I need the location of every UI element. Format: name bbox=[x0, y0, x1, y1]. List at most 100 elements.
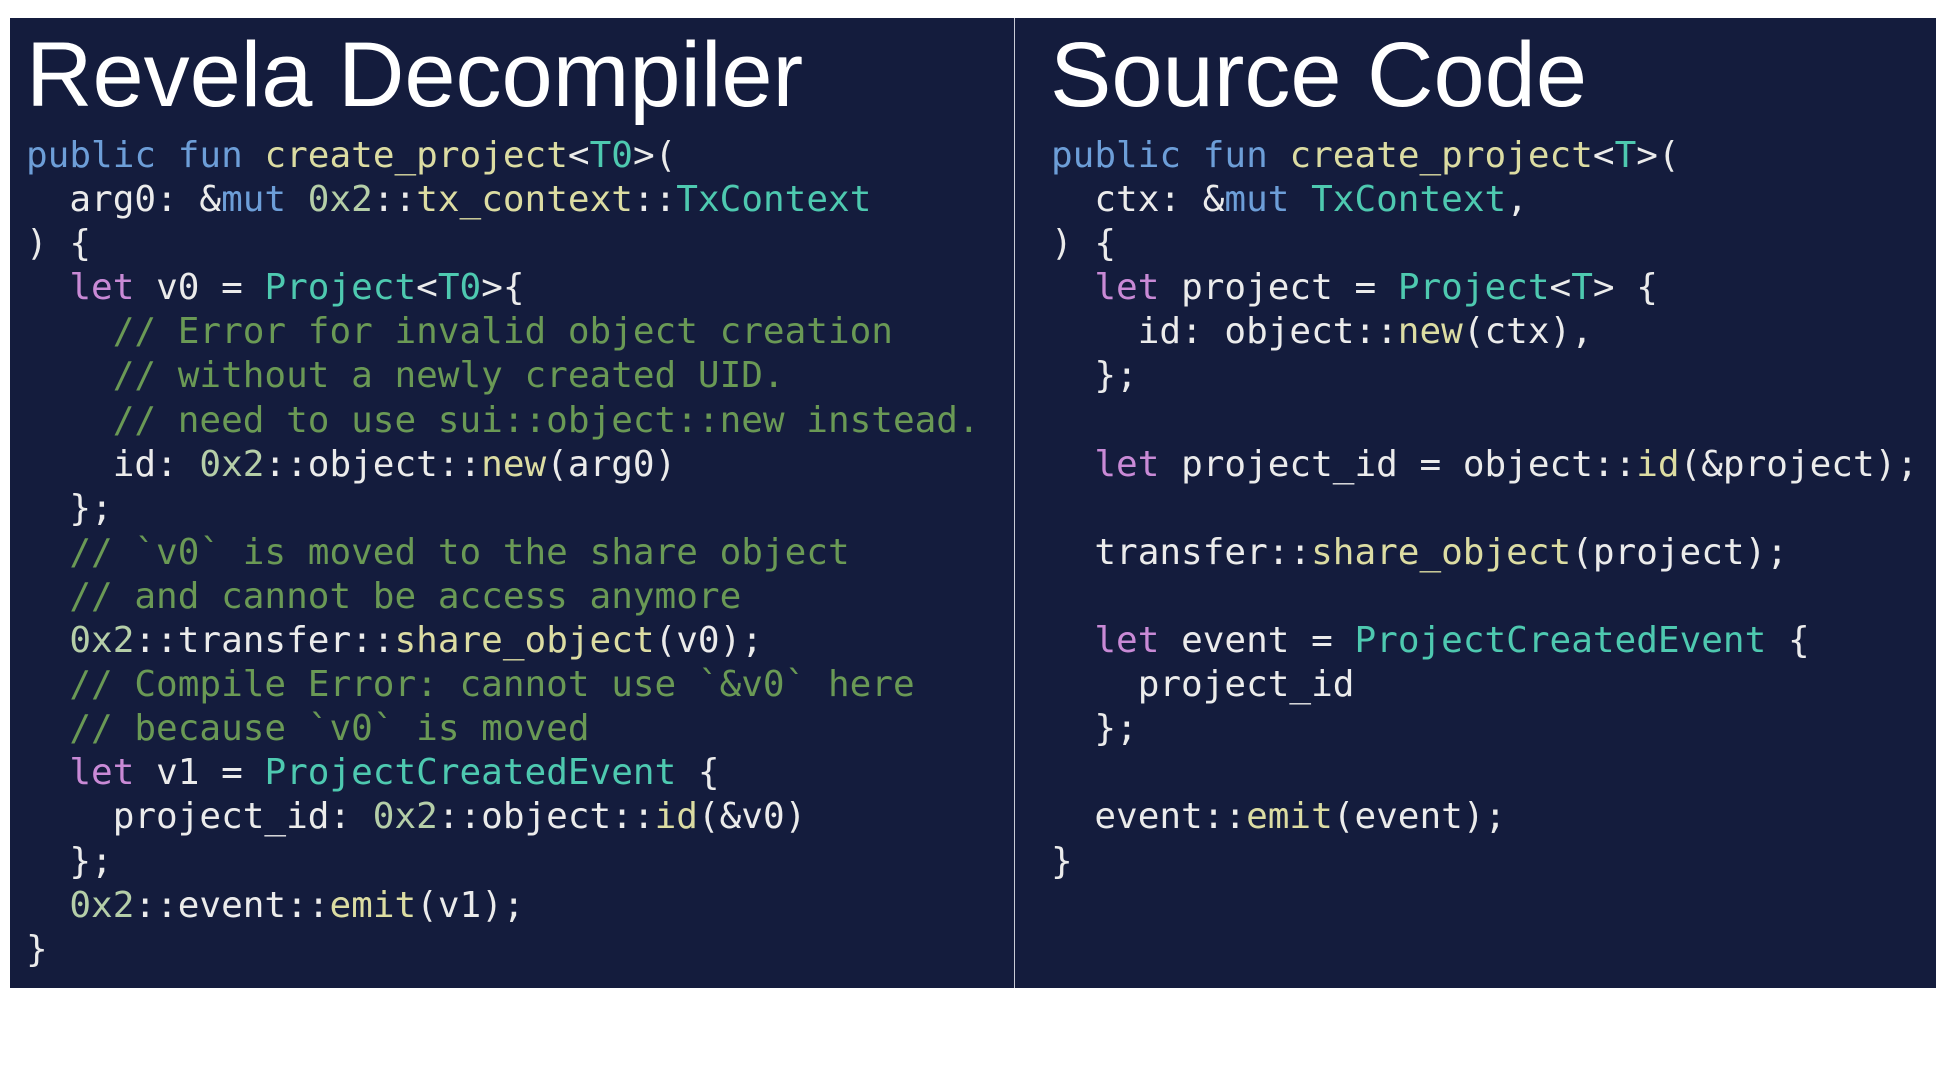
code-token-func: share_object bbox=[394, 620, 655, 662]
code-line: id: object::new(ctx), bbox=[1051, 310, 1918, 354]
code-line: let v0 = Project<T0>{ bbox=[26, 266, 980, 310]
code-line: project_id bbox=[1051, 663, 1918, 707]
code-token-plain: >{ bbox=[481, 267, 525, 309]
code-token-func: id bbox=[1636, 443, 1680, 485]
code-token-plain: :: bbox=[632, 179, 677, 221]
code-token-plain bbox=[26, 355, 113, 396]
code-token-keyword: fun bbox=[177, 135, 243, 176]
code-token-plain: (arg0) bbox=[546, 443, 677, 485]
code-line bbox=[1051, 399, 1918, 443]
code-token-func: create_project bbox=[1289, 135, 1593, 176]
source-code-block: public fun create_project<T>( ctx: &mut … bbox=[1051, 134, 1918, 884]
code-line: 0x2::transfer::share_object(v0); bbox=[26, 619, 980, 663]
code-token-plain: id: bbox=[26, 443, 200, 485]
code-token-plain bbox=[156, 135, 178, 176]
code-token-plain: (project); bbox=[1571, 531, 1788, 573]
code-token-comment: // Compile Error: cannot use `&v0` here bbox=[69, 664, 915, 706]
code-token-plain: ) { bbox=[26, 223, 92, 265]
code-token-type: T0 bbox=[589, 135, 633, 176]
code-token-plain: >( bbox=[1636, 135, 1680, 176]
code-token-let: let bbox=[1094, 267, 1160, 309]
code-token-plain: v1 = bbox=[134, 752, 265, 794]
code-token-comment: // without a newly created UID. bbox=[112, 355, 785, 397]
code-token-keyword: public bbox=[1051, 135, 1182, 176]
code-line bbox=[1051, 575, 1918, 619]
code-token-plain: > { bbox=[1592, 267, 1658, 309]
code-token-func: id bbox=[654, 796, 698, 838]
code-token-plain bbox=[26, 885, 69, 926]
code-token-let: let bbox=[69, 267, 135, 309]
code-line: } bbox=[1051, 840, 1918, 884]
code-line: id: 0x2::object::new(arg0) bbox=[26, 443, 980, 487]
decompiler-panel: Revela Decompiler public fun create_proj… bbox=[10, 18, 1014, 988]
code-token-type: T bbox=[1614, 135, 1637, 176]
code-token-func: emit bbox=[1246, 796, 1333, 838]
source-code-title: Source Code bbox=[1050, 24, 1587, 126]
code-token-plain: } bbox=[1051, 840, 1073, 882]
code-line: let project = Project<T> { bbox=[1051, 266, 1918, 310]
code-token-plain: v0 = bbox=[134, 267, 265, 309]
code-token-func: tx_context bbox=[416, 179, 633, 221]
code-token-type: T0 bbox=[437, 267, 482, 309]
code-token-plain: }; bbox=[1051, 355, 1138, 397]
code-line: ) { bbox=[1051, 222, 1918, 266]
code-token-plain bbox=[1051, 444, 1094, 485]
code-line: }; bbox=[26, 840, 980, 884]
code-token-plain: project_id = object:: bbox=[1159, 443, 1637, 485]
code-token-func: share_object bbox=[1311, 531, 1572, 573]
code-line: transfer::share_object(project); bbox=[1051, 531, 1918, 575]
code-token-plain bbox=[26, 400, 113, 441]
code-token-func: new bbox=[481, 443, 547, 485]
panel-divider bbox=[1014, 18, 1015, 988]
code-token-plain: ) { bbox=[1051, 223, 1117, 265]
code-token-plain: ::event:: bbox=[134, 884, 330, 926]
code-token-plain: project = bbox=[1159, 267, 1398, 309]
code-token-let: let bbox=[1094, 443, 1160, 485]
code-token-plain bbox=[243, 135, 265, 176]
code-line: 0x2::event::emit(v1); bbox=[26, 884, 980, 928]
code-token-plain bbox=[1051, 267, 1094, 308]
code-token-plain bbox=[286, 179, 308, 220]
code-line: let project_id = object::id(&project); bbox=[1051, 443, 1918, 487]
code-token-plain bbox=[1181, 135, 1203, 176]
code-line bbox=[1051, 751, 1918, 795]
code-line: }; bbox=[26, 487, 980, 531]
code-line: // because `v0` is moved bbox=[26, 707, 980, 751]
code-token-plain bbox=[26, 620, 69, 661]
decompiler-title: Revela Decompiler bbox=[26, 24, 804, 126]
code-token-plain: < bbox=[1549, 267, 1572, 309]
code-token-plain: }; bbox=[26, 840, 113, 882]
code-token-plain: event:: bbox=[1051, 796, 1247, 838]
code-token-let: let bbox=[1094, 620, 1160, 662]
code-token-plain: (&v0) bbox=[697, 796, 807, 838]
code-token-plain: transfer:: bbox=[1051, 531, 1312, 573]
code-token-func: create_project bbox=[264, 135, 568, 176]
code-line: // Error for invalid object creation bbox=[26, 310, 980, 354]
code-token-plain: , bbox=[1506, 179, 1528, 221]
code-token-plain: { bbox=[1766, 620, 1810, 662]
code-token-plain: { bbox=[676, 752, 720, 794]
code-token-hex: 0x2 bbox=[69, 620, 135, 662]
code-token-comment: // `v0` is moved to the share object bbox=[69, 531, 850, 573]
code-line: project_id: 0x2::object::id(&v0) bbox=[26, 795, 980, 839]
code-token-plain bbox=[26, 664, 69, 705]
code-token-type: Project bbox=[1397, 267, 1550, 309]
code-token-plain bbox=[26, 267, 69, 308]
code-token-comment: // and cannot be access anymore bbox=[69, 575, 742, 617]
code-token-type: ProjectCreatedEvent bbox=[264, 752, 677, 794]
code-line: public fun create_project<T>( bbox=[1051, 134, 1918, 178]
code-line: // without a newly created UID. bbox=[26, 354, 980, 398]
code-line bbox=[1051, 487, 1918, 531]
code-line: }; bbox=[1051, 354, 1918, 398]
code-token-plain: (&project); bbox=[1679, 443, 1918, 485]
code-token-plain: < bbox=[567, 135, 590, 176]
code-token-plain: } bbox=[26, 928, 48, 970]
code-token-plain bbox=[26, 532, 69, 573]
code-token-plain: (ctx), bbox=[1462, 311, 1593, 353]
code-line: arg0: &mut 0x2::tx_context::TxContext bbox=[26, 178, 980, 222]
code-token-hex: 0x2 bbox=[307, 179, 373, 221]
code-token-plain: < bbox=[1592, 135, 1615, 176]
code-token-type: TxContext bbox=[1311, 179, 1507, 221]
code-token-plain: (v0); bbox=[654, 620, 763, 662]
code-token-plain: project_id: bbox=[26, 796, 373, 838]
